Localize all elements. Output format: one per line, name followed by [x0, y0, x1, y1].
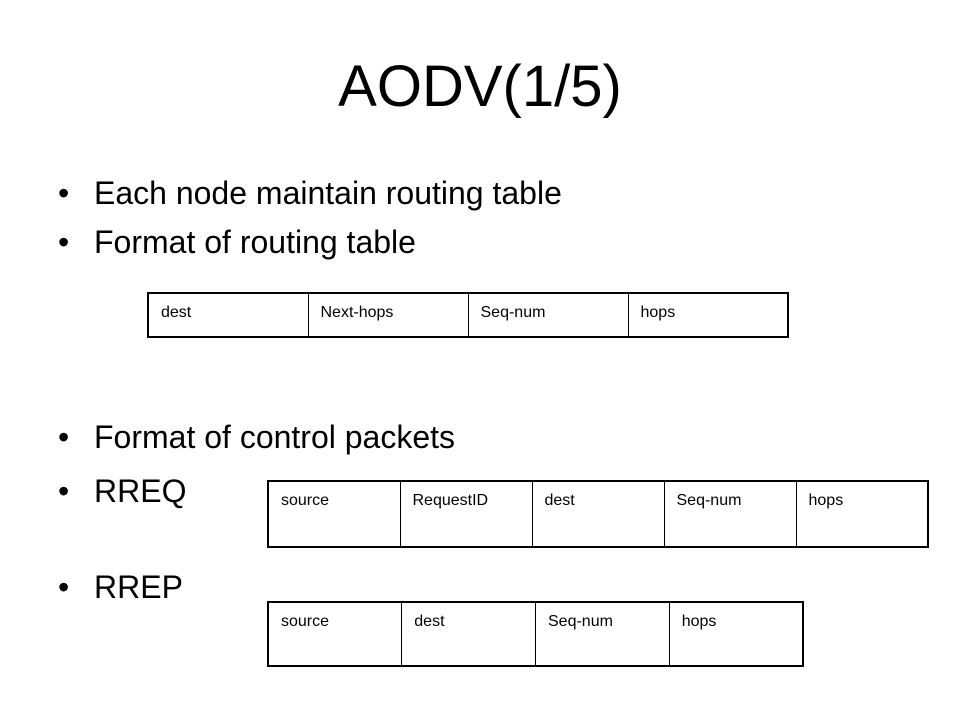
table-cell: dest	[401, 601, 536, 667]
bullet-text: Format of control packets	[94, 419, 456, 455]
bullet-text: RREQ	[94, 473, 187, 509]
bullet-rrep: • RREP	[58, 568, 183, 606]
routing-table-format: dest Next-hops Seq-num hops	[147, 292, 789, 338]
table-row: source dest Seq-num hops	[267, 601, 804, 667]
table-cell: Next-hops	[307, 292, 469, 338]
bullet-text: Each node maintain routing table	[94, 175, 562, 211]
bullet-rreq: • RREQ	[58, 472, 186, 510]
bullet-text: Format of routing table	[94, 224, 416, 260]
bullet-routing-table-intro: • Each node maintain routing table	[58, 174, 562, 212]
bullet-control-packets: • Format of control packets	[58, 418, 455, 456]
bullet-text: RREP	[94, 569, 183, 605]
rreq-packet-format: source RequestID dest Seq-num hops	[267, 480, 929, 548]
table-cell: Seq-num	[535, 601, 670, 667]
bullet-dot: •	[58, 473, 70, 509]
bullet-dot: •	[58, 419, 70, 455]
table-cell: RequestID	[399, 480, 533, 548]
table-cell: hops	[795, 480, 929, 548]
table-cell: dest	[147, 292, 309, 338]
table-cell: source	[267, 601, 403, 667]
slide-title: AODV(1/5)	[338, 54, 622, 119]
table-cell: source	[267, 480, 401, 548]
table-cell: Seq-num	[467, 292, 629, 338]
table-cell: hops	[627, 292, 789, 338]
table-cell: dest	[531, 480, 665, 548]
bullet-dot: •	[58, 569, 70, 605]
bullet-routing-table-format: • Format of routing table	[58, 223, 416, 261]
bullet-dot: •	[58, 175, 70, 211]
table-cell: hops	[668, 601, 804, 667]
rrep-packet-format: source dest Seq-num hops	[267, 601, 804, 667]
bullet-dot: •	[58, 224, 70, 260]
table-row: dest Next-hops Seq-num hops	[147, 292, 789, 338]
table-cell: Seq-num	[663, 480, 797, 548]
table-row: source RequestID dest Seq-num hops	[267, 480, 929, 548]
